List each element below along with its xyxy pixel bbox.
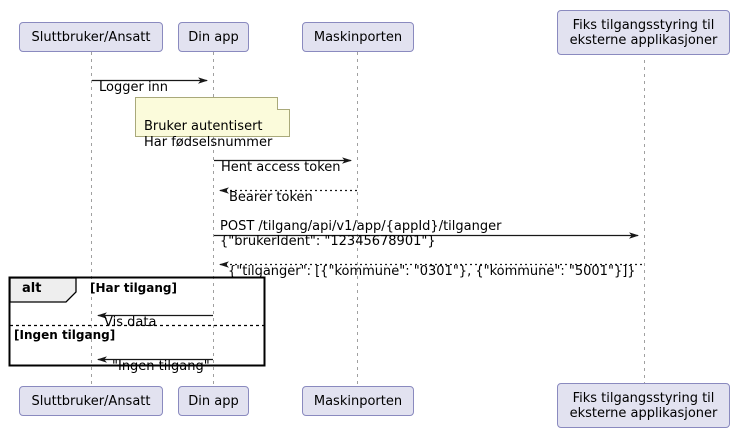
participant-label: Maskinporten <box>313 29 403 45</box>
message-label-vis-data: Vis data <box>104 300 156 330</box>
participant-dinapp-bottom[interactable]: Din app <box>178 386 249 416</box>
participant-maskinporten-bottom[interactable]: Maskinporten <box>302 386 414 416</box>
note-fold-corner <box>277 97 290 110</box>
participant-label: Sluttbruker/Ansatt <box>31 393 151 409</box>
message-text: POST /tilgang/api/v1/app/{appId}/tilgang… <box>220 219 502 249</box>
alt-guard-har-tilgang: [Har tilgang] <box>90 281 177 295</box>
alt-guard-text: [Ingen tilgang] <box>14 328 116 342</box>
participant-dinapp-top[interactable]: Din app <box>178 22 249 52</box>
note-text: Bruker autentisert Har fødselsnummer <box>144 119 273 150</box>
message-label-bearer-token: Bearer token <box>229 175 313 205</box>
participant-fiks-top[interactable]: Fiks tilgangsstyring til eksterne applik… <box>557 10 730 55</box>
participant-label: Fiks tilgangsstyring til eksterne applik… <box>569 17 718 48</box>
participant-label: Din app <box>188 393 239 409</box>
message-label-ingen-tilgang: "Ingen tilgang" <box>112 344 210 374</box>
message-text: Bearer token <box>229 190 313 205</box>
message-text: Logger inn <box>99 80 169 95</box>
participant-label: Maskinporten <box>313 393 403 409</box>
note-bruker-autentisert: Bruker autentisert Har fødselsnummer <box>135 97 290 150</box>
participant-label: Din app <box>188 29 239 45</box>
message-label-logger-inn: Logger inn <box>99 65 168 95</box>
lifelines <box>91 52 645 386</box>
message-label-hent-access-token: Hent access token <box>221 145 341 175</box>
alt-guard-text: [Har tilgang] <box>90 281 177 295</box>
message-arrows <box>92 77 644 363</box>
participant-label: Sluttbruker/Ansatt <box>31 29 151 45</box>
participant-maskinporten-top[interactable]: Maskinporten <box>302 22 414 52</box>
participant-sluttbruker-bottom[interactable]: Sluttbruker/Ansatt <box>19 386 163 416</box>
alt-operator-label: alt <box>22 281 41 296</box>
message-text: Hent access token <box>221 160 341 175</box>
alt-operator-text: alt <box>22 281 42 296</box>
participant-sluttbruker-top[interactable]: Sluttbruker/Ansatt <box>19 22 163 52</box>
message-label-post-tilganger: POST /tilgang/api/v1/app/{appId}/tilgang… <box>220 204 501 249</box>
message-text: "Ingen tilgang" <box>112 359 210 374</box>
alt-guard-ingen-tilgang: [Ingen tilgang] <box>14 328 115 342</box>
alt-fragment-frame <box>8 276 266 367</box>
message-text: {"tilganger": [{"kommune": "0301"}, {"ko… <box>228 264 636 279</box>
message-label-tilganger-response: {"tilganger": [{"kommune": "0301"}, {"ko… <box>228 249 636 279</box>
participant-fiks-bottom[interactable]: Fiks tilgangsstyring til eksterne applik… <box>557 383 730 428</box>
message-text: Vis data <box>104 315 157 330</box>
participant-label: Fiks tilgangsstyring til eksterne applik… <box>569 390 718 421</box>
